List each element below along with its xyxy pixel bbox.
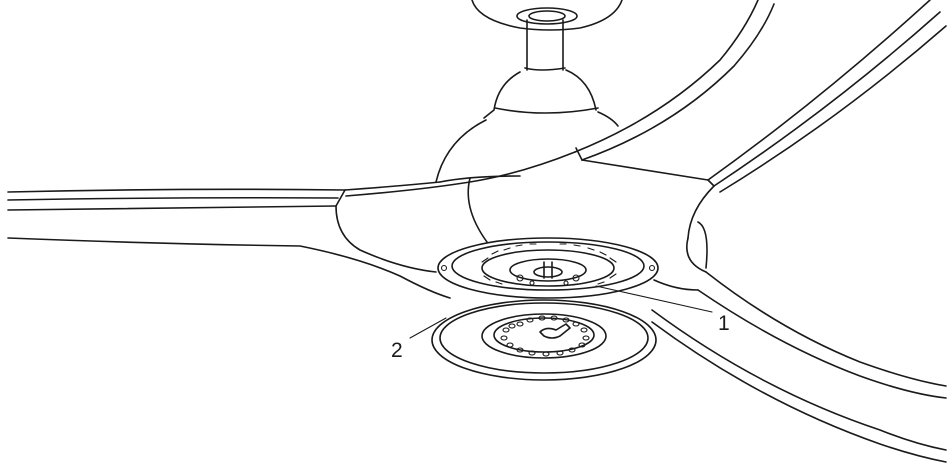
left-blade <box>7 181 451 299</box>
leader-line-2 <box>409 317 447 339</box>
upper-right-blade <box>574 0 947 193</box>
light-kit-plate-lower <box>431 299 657 381</box>
callout-2-label: 2 <box>391 339 403 362</box>
motor-housing-upper <box>435 67 619 183</box>
motor-housing-lower <box>335 151 576 273</box>
light-kit-plate-upper <box>437 237 659 299</box>
leader-lines <box>409 285 713 339</box>
leader-line-1 <box>595 285 713 313</box>
ceiling-canopy <box>471 0 623 31</box>
callout-1-label: 1 <box>718 312 730 335</box>
downrod <box>526 19 564 71</box>
right-blade <box>651 185 947 463</box>
